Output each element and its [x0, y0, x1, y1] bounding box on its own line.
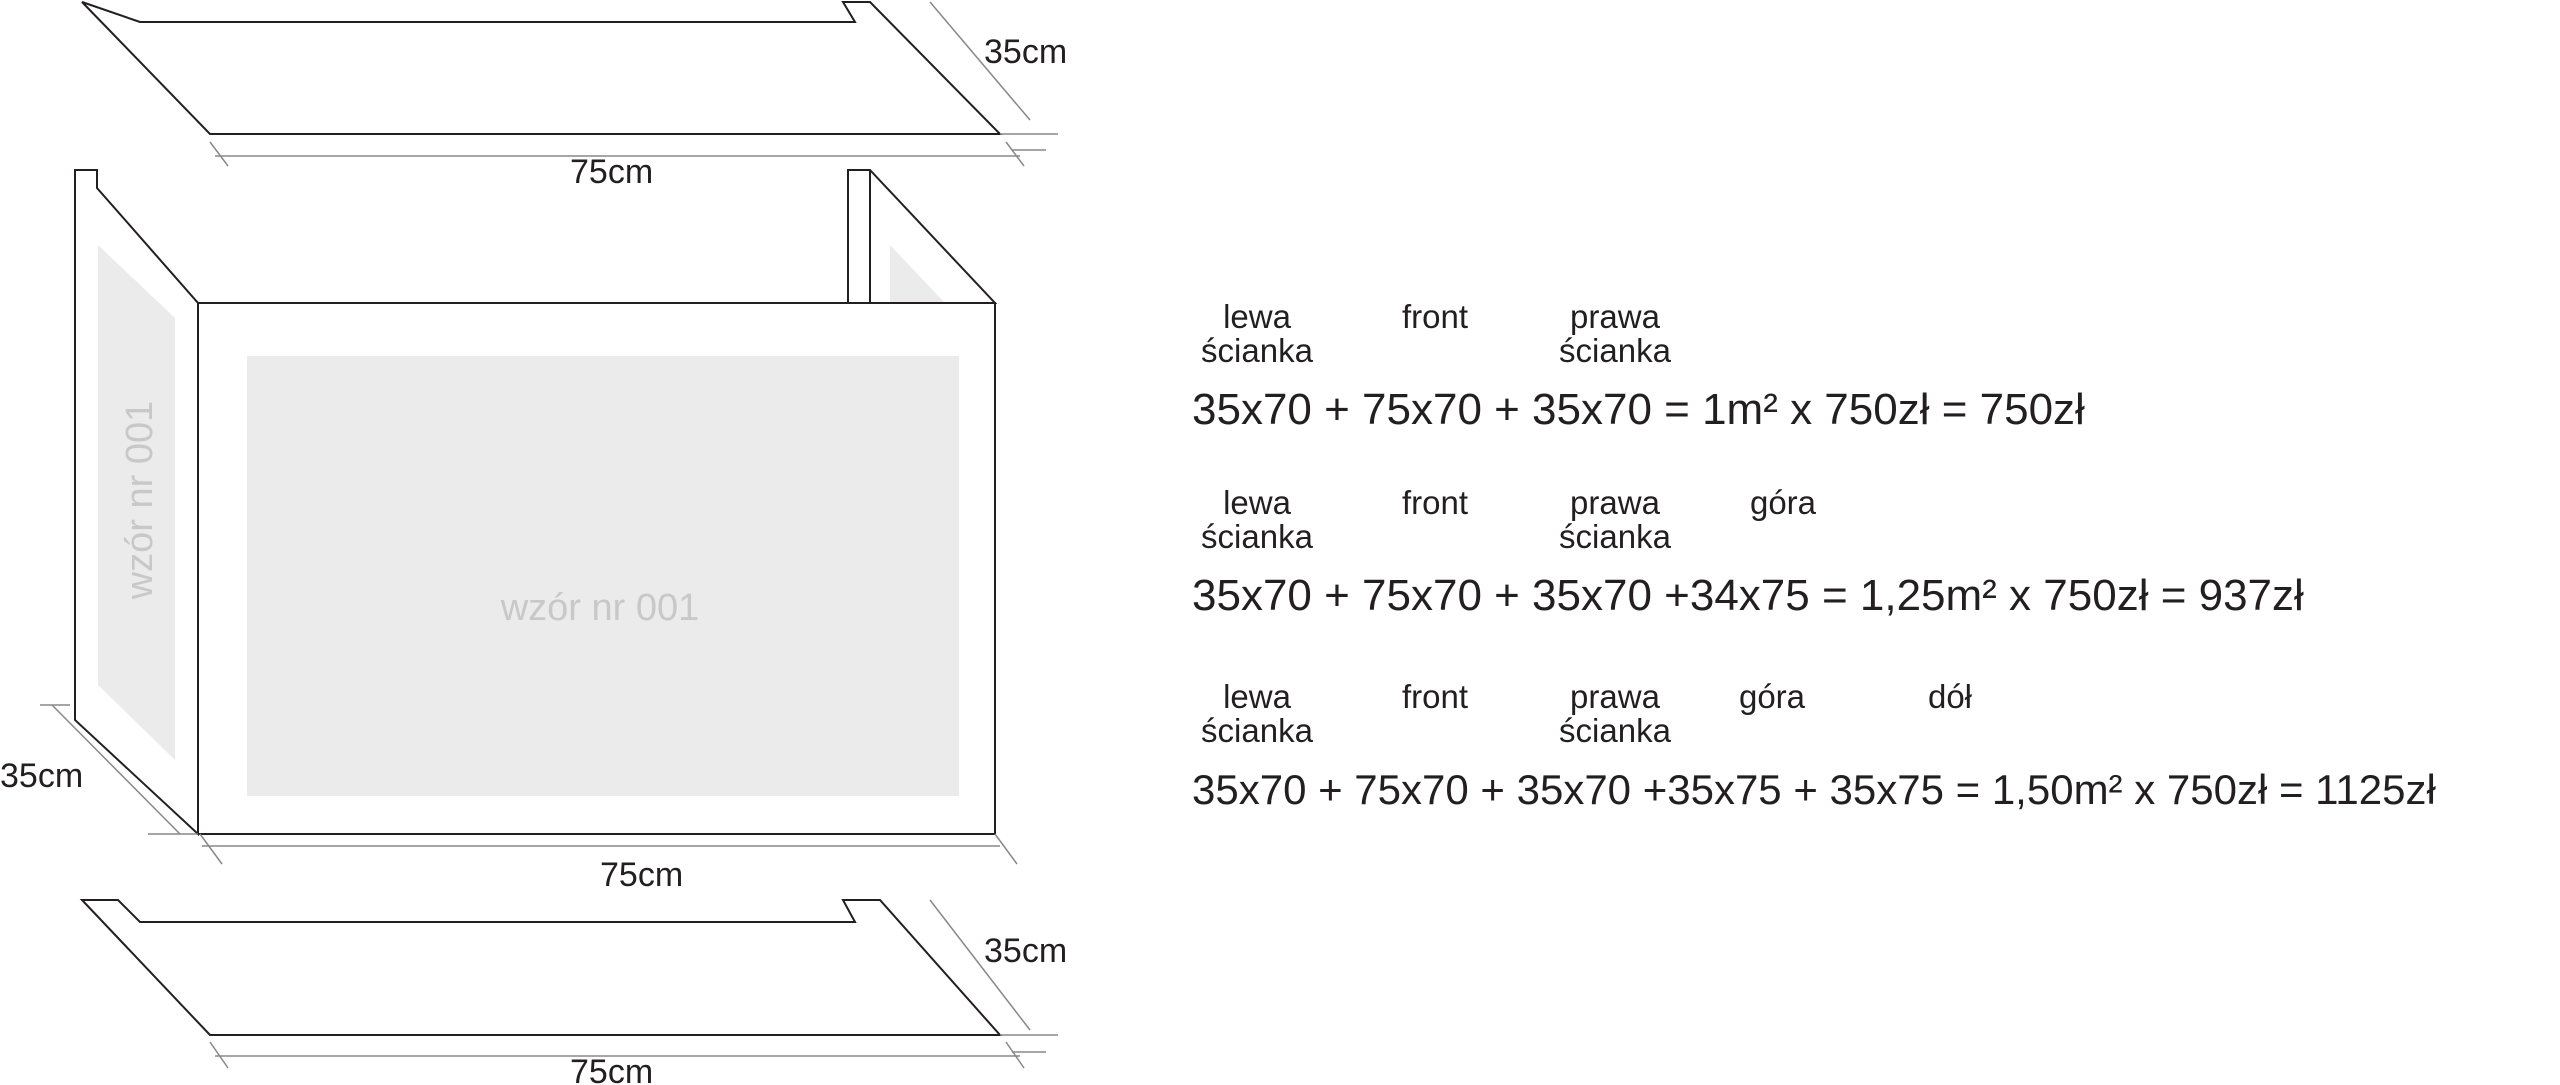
option-3-front-label: front	[1401, 678, 1469, 715]
bottom-panel	[79, 899, 1058, 1069]
option-3-top-label: góra	[1738, 678, 1806, 715]
option-3-left-label: lewa ścianka	[1201, 678, 1313, 749]
option-1-front-label: front	[1401, 298, 1469, 335]
option-2-right-label: prawa ścianka	[1559, 484, 1671, 555]
option-1-left-label: lewa ścianka	[1201, 298, 1313, 369]
option-3-right-label: prawa ścianka	[1559, 678, 1671, 749]
top-width-label: 75cm	[570, 153, 653, 191]
option-2-left-label: lewa ścianka	[1201, 484, 1313, 555]
side-pattern-label: wzór nr 001	[119, 401, 161, 601]
bottom-width-label: 75cm	[570, 1053, 653, 1085]
option-3-bottom-label: dół	[1927, 678, 1973, 715]
left-wall-pattern	[98, 245, 175, 760]
bottom-depth-label: 35cm	[984, 932, 1067, 970]
top-panel	[81, 0, 1058, 167]
box-depth-label: 35cm	[0, 757, 83, 795]
option-2-front-label: front	[1401, 484, 1469, 521]
option-3-formula: 35x70 + 75x70 + 35x70 +35x75 + 35x75 = 1…	[1192, 766, 2436, 813]
cabinet-box	[40, 169, 1018, 865]
option-1-formula: 35x70 + 75x70 + 35x70 = 1m² x 750zł = 75…	[1192, 385, 2085, 434]
option-2-formula: 35x70 + 75x70 + 35x70 +34x75 = 1,25m² x …	[1192, 571, 2304, 620]
option-1-right-label: prawa ścianka	[1559, 298, 1671, 369]
top-depth-label: 35cm	[984, 33, 1067, 71]
box-width-label: 75cm	[600, 856, 683, 894]
front-pattern-label: wzór nr 001	[500, 587, 700, 629]
front-pattern	[247, 356, 959, 796]
option-2-top-label: góra	[1749, 484, 1817, 521]
